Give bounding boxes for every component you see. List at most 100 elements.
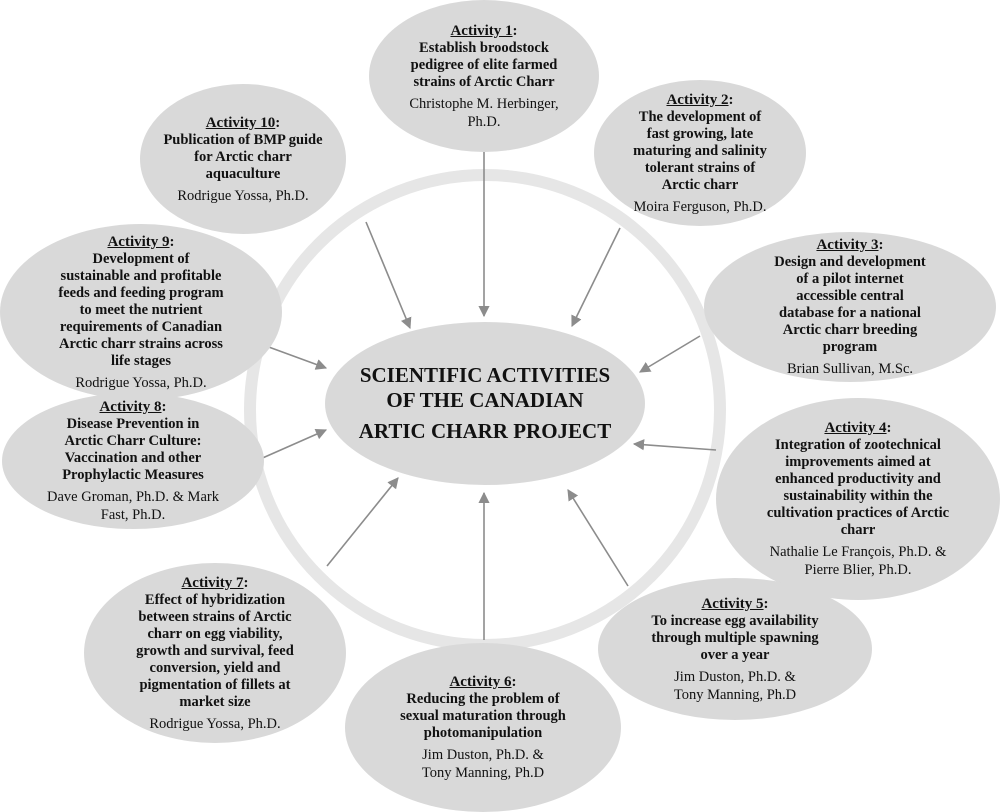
description-line: Development of: [92, 250, 190, 267]
arrow-connector: [365, 221, 412, 330]
description-line: Arctic charr: [661, 176, 739, 193]
description-line: strains of Arctic Charr: [413, 73, 555, 90]
description-line: database for a national: [779, 305, 921, 321]
activity-title: Activity 4:: [824, 420, 892, 436]
activity-author: Nathalie Le François, Ph.D. & Pierre Blie…: [770, 543, 947, 579]
author-line: Dave Groman, Ph.D. & Mark: [47, 489, 219, 505]
arrow-connector: [571, 227, 621, 328]
description-line: enhanced productivity and: [775, 471, 941, 487]
description-line: through multiple spawning: [651, 629, 819, 646]
activity-title: Activity 9:: [107, 233, 175, 250]
activity-title: Activity 6:: [449, 674, 517, 690]
arrow-connector: [265, 345, 328, 370]
description-line: program: [822, 339, 878, 355]
description-line: market size: [179, 693, 251, 710]
description-line: pigmentation of fillets at: [139, 676, 291, 693]
description-line: Vaccination and other: [64, 450, 202, 466]
author-line: Pierre Blier, Ph.D.: [804, 562, 912, 578]
description-line: growth and survival, feed: [136, 642, 294, 659]
arrow-connector: [632, 439, 717, 451]
center-line: OF THE CANADIAN: [386, 388, 584, 412]
author-line: Fast, Ph.D.: [100, 507, 166, 523]
author-line: Tony Manning, Ph.D: [421, 765, 545, 781]
activity-author: Rodrigue Yossa, Ph.D.: [177, 187, 308, 205]
description-line: Design and development: [774, 254, 926, 270]
description-line: for Arctic charr: [194, 148, 292, 165]
activity-title: Activity 8:: [99, 399, 167, 415]
description-line: charr on egg viability,: [147, 625, 283, 642]
description-line: to meet the nutrient: [79, 301, 203, 318]
description-line: Arctic charr breeding: [782, 322, 918, 338]
author-line: Jim Duston, Ph.D. &: [422, 747, 544, 763]
description-line: Reducing the problem of: [406, 691, 560, 707]
author-line: Moira Ferguson, Ph.D.: [633, 198, 767, 215]
activity-author: Rodrigue Yossa, Ph.D.: [75, 374, 206, 392]
activity-author: Brian Sullivan, M.Sc.: [787, 360, 913, 378]
description-line: of a pilot internet: [796, 271, 904, 287]
description-line: cultivation practices of Arctic: [766, 505, 950, 521]
description-line: Publication of BMP guide: [163, 131, 323, 148]
arrow-connector: [639, 335, 701, 373]
description-line: sustainability within the: [783, 488, 933, 504]
arrow-connector: [257, 428, 328, 461]
author-line: Tony Manning, Ph.D: [673, 686, 797, 703]
description-line: Arctic charr strains across: [59, 335, 223, 352]
description-line: requirements of Canadian: [59, 318, 223, 335]
description-line: Disease Prevention in: [66, 416, 200, 432]
description-line: tolerant strains of: [644, 159, 756, 176]
activity-author: Rodrigue Yossa, Ph.D.: [149, 715, 280, 733]
description-line: pedigree of elite farmed: [410, 56, 558, 73]
description-line: Effect of hybridization: [144, 591, 286, 608]
description-line: over a year: [700, 646, 770, 663]
description-line: To increase egg availability: [651, 612, 819, 629]
activity-author: Jim Duston, Ph.D. &Tony Manning, Ph.D: [674, 668, 796, 704]
description-line: between strains of Arctic: [138, 608, 292, 625]
author-line: Nathalie Le François, Ph.D. &: [769, 544, 947, 560]
description-line: improvements aimed at: [785, 454, 931, 470]
center-line: ARTIC CHARR PROJECT: [358, 419, 612, 443]
activity-author: Christophe M. Herbinger,Ph.D.: [409, 95, 558, 131]
description-line: sustainable and profitable: [60, 267, 222, 284]
author-line: Rodrigue Yossa, Ph.D.: [75, 374, 207, 391]
description-line: Establish broodstock: [419, 39, 549, 56]
author-line: Ph.D.: [467, 113, 501, 130]
activity-title: Activity 7:: [181, 574, 249, 591]
description-line: maturing and salinity: [633, 142, 767, 159]
activity-title: Activity 1:: [450, 22, 518, 39]
description-line: conversion, yield and: [149, 659, 281, 676]
author-line: Rodrigue Yossa, Ph.D.: [149, 715, 281, 732]
arrow-connector: [567, 489, 629, 587]
author-line: Christophe M. Herbinger,: [409, 95, 559, 112]
description-line: accessible central: [796, 288, 904, 304]
author-line: Brian Sullivan, M.Sc.: [786, 361, 914, 377]
activity-author: Jim Duston, Ph.D. & Tony Manning, Ph.D: [422, 746, 544, 782]
description-line: life stages: [111, 352, 171, 369]
description-line: Prophylactic Measures: [62, 467, 204, 483]
central-node: SCIENTIFIC ACTIVITIES OF THE CANADIAN AR…: [325, 322, 645, 485]
description-line: feeds and feeding program: [58, 284, 224, 301]
activity-title: Activity 5:: [701, 595, 769, 612]
author-line: Jim Duston, Ph.D. &: [674, 668, 796, 685]
description-line: photomanipulation: [423, 725, 543, 741]
